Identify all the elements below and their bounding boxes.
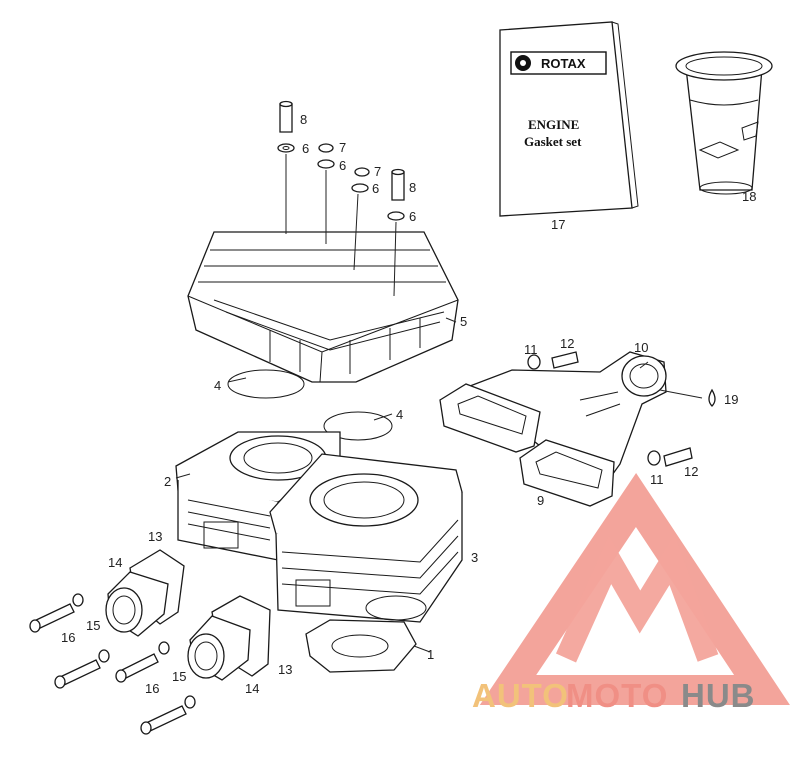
intake-left — [105, 549, 185, 637]
cylinder-liner — [675, 51, 773, 195]
exhaust-manifold — [469, 351, 667, 493]
leader-lines — [175, 317, 703, 653]
callout-2: 2 — [164, 474, 171, 489]
callout-18: 18 — [742, 189, 756, 204]
callout-14b: 14 — [245, 681, 259, 696]
booklet-title-line2: Gasket set — [524, 134, 582, 149]
callout-labels: 1 2 3 4 4 5 6 6 6 6 7 7 8 8 9 10 11 11 1… — [61, 112, 756, 696]
callout-7b: 7 — [374, 164, 381, 179]
callout-19: 19 — [724, 392, 738, 407]
exhaust-gaskets — [439, 383, 615, 507]
callout-15b: 15 — [172, 669, 186, 684]
callout-8b: 8 — [409, 180, 416, 195]
callout-15a: 15 — [86, 618, 100, 633]
callout-16a: 16 — [61, 630, 75, 645]
callout-7a: 7 — [339, 140, 346, 155]
callout-14a: 14 — [108, 555, 122, 570]
callout-10: 10 — [634, 340, 648, 355]
callout-13b: 13 — [278, 662, 292, 677]
cylinder-right — [269, 453, 463, 623]
gasket-set-booklet: ROTAX ENGINE Gasket set — [499, 21, 639, 217]
watermark-moto: MOTO — [566, 677, 668, 714]
manifold-fasteners — [527, 351, 693, 467]
callout-13a: 13 — [148, 529, 162, 544]
callout-11b: 11 — [650, 472, 664, 487]
callout-5: 5 — [460, 314, 467, 329]
callout-3: 3 — [471, 550, 478, 565]
watermark-auto: AUTO — [472, 677, 569, 714]
cylinder-head — [187, 231, 459, 383]
callout-4b: 4 — [396, 407, 403, 422]
callout-6c: 6 — [372, 181, 379, 196]
sealant-drop-icon — [708, 388, 716, 407]
callout-12a: 12 — [560, 336, 574, 351]
callout-12b: 12 — [684, 464, 698, 479]
booklet-title-line1: ENGINE — [528, 117, 579, 132]
callout-6d: 6 — [409, 209, 416, 224]
callout-11a: 11 — [524, 342, 538, 357]
callout-6a: 6 — [302, 141, 309, 156]
intake-right — [187, 595, 271, 681]
watermark-hub: HUB — [681, 677, 756, 714]
base-gasket — [305, 619, 417, 673]
callout-8a: 8 — [300, 112, 307, 127]
head-gasket-rings — [227, 369, 393, 441]
callout-6b: 6 — [339, 158, 346, 173]
callout-16b: 16 — [145, 681, 159, 696]
callout-4a: 4 — [214, 378, 221, 393]
watermark-m-shape — [555, 534, 719, 663]
head-fasteners — [277, 100, 405, 297]
watermark-logo — [479, 473, 790, 705]
booklet-brand: ROTAX — [541, 56, 586, 71]
intake-bolts-left — [29, 593, 110, 689]
rotax-logo-box — [510, 51, 607, 75]
callout-1: 1 — [427, 647, 434, 662]
watermark-triangle — [479, 473, 790, 705]
intake-bolts-right — [115, 641, 196, 735]
callout-17: 17 — [551, 217, 565, 232]
callout-9: 9 — [537, 493, 544, 508]
watermark-text: AUTO MOTO HUB — [472, 677, 756, 714]
